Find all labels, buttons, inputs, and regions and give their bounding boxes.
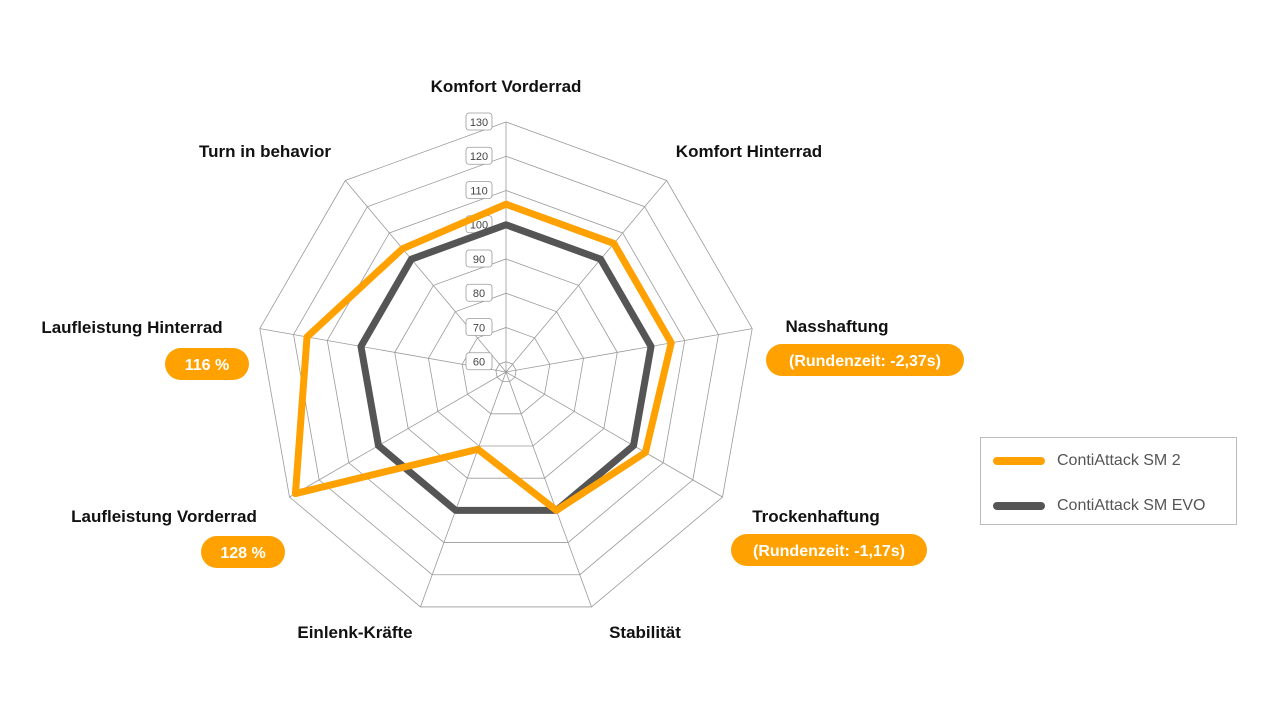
axis-label-laufleistung-hinterrad: Laufleistung Hinterrad: [41, 318, 222, 337]
tick-80: 80: [465, 283, 493, 302]
grid-ring-130: [259, 121, 753, 608]
legend-swatch-sm2: [993, 457, 1045, 465]
axis-label-einlenk-kr-fte: Einlenk-Kräfte: [297, 623, 412, 642]
grid-spoke-laufleistung-hinterrad: [259, 328, 507, 373]
tick-label-110: 110: [470, 185, 488, 197]
badge-laufleistung-vorderrad: 128 %: [201, 536, 285, 568]
axis-label-komfort-hinterrad: Komfort Hinterrad: [676, 142, 822, 161]
badge-bg-nasshaftung: [766, 344, 964, 376]
tick-70: 70: [465, 318, 493, 336]
grid-spoke-stabilit-t: [505, 371, 592, 608]
tick-box-80: [465, 283, 493, 302]
grid-spoke-einlenk-kr-fte: [420, 371, 507, 608]
legend-item-evo: ContiAttack SM EVO: [993, 497, 1206, 515]
tick-90: 90: [465, 249, 493, 268]
badge-text-laufleistung-vorderrad: 128 %: [220, 545, 265, 562]
radar-ticks: 60 70 80 90 100 110 120 130: [465, 112, 493, 371]
radar-grid: [259, 121, 753, 608]
tick-label-70: 70: [473, 322, 485, 334]
tick-label-130: 130: [470, 117, 488, 129]
tick-120: 120: [465, 146, 493, 165]
badge-trockenhaftung: (Rundenzeit: -1,17s): [731, 534, 927, 566]
legend-label-sm2: ContiAttack SM 2: [1057, 452, 1181, 469]
radar-series: [291, 200, 675, 514]
axis-label-trockenhaftung: Trockenhaftung: [752, 507, 880, 526]
tick-box-90: [465, 249, 493, 268]
grid-ring-70: [461, 327, 551, 415]
legend-swatch-evo: [993, 502, 1045, 510]
tick-60: 60: [465, 352, 493, 371]
tick-box-130: [465, 112, 493, 131]
badge-bg-trockenhaftung: [731, 534, 927, 566]
grid-ring-80: [428, 292, 584, 447]
series-contiattack-sm-evo: [357, 221, 655, 514]
tick-box-110: [465, 181, 493, 199]
axis-label-nasshaftung: Nasshaftung: [786, 317, 889, 336]
badge-laufleistung-hinterrad: 116 %: [165, 348, 249, 380]
tick-130: 130: [465, 112, 493, 131]
tick-box-70: [465, 318, 493, 336]
tick-box-120: [465, 146, 493, 165]
axis-label-stabilit-t: Stabilität: [609, 623, 681, 642]
badge-text-laufleistung-hinterrad: 116 %: [185, 357, 229, 374]
legend: ContiAttack SM 2 ContiAttack SM EVO: [980, 437, 1237, 525]
grid-ring-120: [293, 155, 719, 576]
badge-nasshaftung: (Rundenzeit: -2,37s): [766, 344, 964, 376]
tick-box-60: [465, 352, 493, 371]
legend-item-sm2: ContiAttack SM 2: [993, 452, 1181, 470]
grid-spoke-laufleistung-vorderrad: [289, 371, 507, 498]
badge-text-nasshaftung: (Rundenzeit: -2,37s): [789, 353, 941, 370]
badge-bg-laufleistung-vorderrad: [201, 536, 285, 568]
series-contiattack-sm-2: [291, 200, 675, 514]
tick-label-90: 90: [473, 254, 485, 266]
badge-text-trockenhaftung: (Rundenzeit: -1,17s): [753, 543, 905, 560]
tick-label-80: 80: [473, 288, 485, 300]
axis-label-laufleistung-vorderrad: Laufleistung Vorderrad: [71, 507, 257, 526]
tick-label-60: 60: [473, 357, 485, 369]
tick-110: 110: [465, 181, 493, 199]
axis-label-turn-in-behavior: Turn in behavior: [199, 142, 331, 161]
grid-ring-60: [495, 361, 517, 383]
grid-spoke-nasshaftung: [505, 328, 753, 373]
grid-ring-90: [394, 258, 618, 479]
grid-spoke-trockenhaftung: [505, 371, 723, 498]
grid-spoke-komfort-hinterrad: [505, 180, 668, 373]
axis-label-komfort-vorderrad: Komfort Vorderrad: [431, 77, 582, 96]
tick-label-100: 100: [470, 220, 488, 232]
tick-label-120: 120: [470, 151, 488, 163]
legend-label-evo: ContiAttack SM EVO: [1057, 497, 1206, 514]
badge-bg-laufleistung-hinterrad: [165, 348, 249, 380]
grid-spoke-turn-in-behavior: [344, 180, 507, 373]
